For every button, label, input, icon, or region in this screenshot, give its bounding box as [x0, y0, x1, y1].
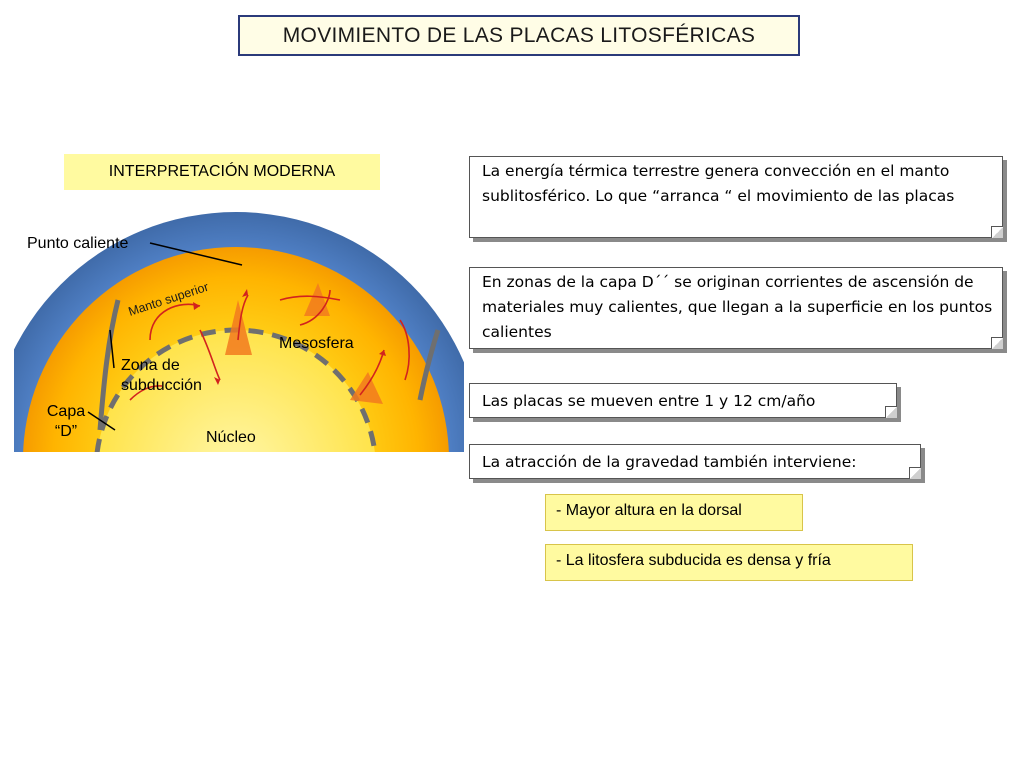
label-nucleo: Núcleo [206, 429, 256, 446]
note-gravity: La atracción de la gravedad también inte… [469, 444, 921, 479]
hot-plume [350, 372, 383, 404]
note-text: En zonas de la capa D´´ se originan corr… [482, 273, 993, 341]
note-energy-convection: La energía térmica terrestre genera conv… [469, 156, 1003, 238]
outer-core [97, 330, 375, 452]
earth-cross-section-diagram: Manto superior [14, 212, 464, 452]
note-text: Las placas se mueven entre 1 y 12 cm/año [482, 392, 816, 410]
page-fold-icon [991, 337, 1003, 349]
section-subtitle: INTERPRETACIÓN MODERNA [64, 154, 380, 190]
note-text: La energía térmica terrestre genera conv… [482, 162, 955, 205]
page-fold-icon [909, 467, 921, 479]
label-capa-d: Capa “D” [46, 403, 86, 440]
hot-plume [225, 300, 252, 355]
page-fold-icon [991, 226, 1003, 238]
gravity-point-dorsal: - Mayor altura en la dorsal [545, 494, 803, 531]
label-punto-caliente: Punto caliente [27, 235, 129, 252]
page-title: MOVIMIENTO DE LAS PLACAS LITOSFÉRICAS [238, 15, 800, 56]
gravity-point-subducted-lithosphere: - La litosfera subducida es densa y fría [545, 544, 913, 581]
note-text: La atracción de la gravedad también inte… [482, 453, 857, 471]
note-plate-speed: Las placas se mueven entre 1 y 12 cm/año [469, 383, 897, 418]
label-mesosfera: Mesosfera [279, 335, 354, 352]
note-d-layer-currents: En zonas de la capa D´´ se originan corr… [469, 267, 1003, 349]
label-zona-subduccion: Zona de subducción [121, 357, 202, 394]
page-fold-icon [885, 406, 897, 418]
